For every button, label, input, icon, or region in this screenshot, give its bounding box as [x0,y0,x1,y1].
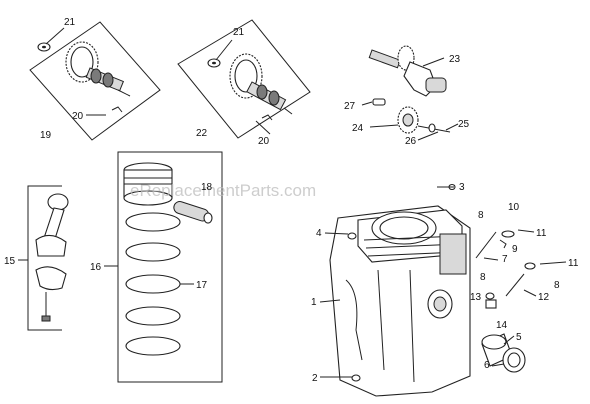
piston-ring [125,336,181,356]
callout-27: 27 [344,101,356,112]
pin-20-left [111,106,123,113]
callout-16: 16 [90,262,102,273]
washer-13 [485,292,495,300]
callout-2: 2 [312,373,318,384]
callout-15: 15 [4,256,16,267]
crankcase-group [329,183,471,397]
seal-bearing-group [481,333,526,373]
callout-26: 26 [405,136,417,147]
callout-23: 23 [449,54,461,65]
piston-ring [125,242,181,262]
camshaft-group-middle [177,19,311,139]
crankshaft-group [368,45,451,134]
leader-lines [18,27,567,378]
clip-9 [499,239,507,249]
callout-10: 10 [508,202,520,213]
callout-13: 13 [470,292,482,303]
rod-12 [505,273,525,297]
connecting-rod-group [27,185,69,331]
callout-11: 11 [568,258,579,269]
callout-21: 21 [64,17,76,28]
callout-8: 8 [554,280,560,291]
watermark: eReplacementParts.com [130,181,316,200]
camshaft-group-left [29,21,161,141]
callout-6: 6 [484,360,490,371]
piston-group [117,151,223,383]
piston-rings-17 [125,212,181,356]
washer-26 [428,123,436,133]
callout-7: 7 [502,254,508,265]
bolt-27 [372,98,386,106]
callout-11: 11 [536,228,547,239]
tube-7 [475,231,497,259]
piston-ring [125,212,181,232]
callout-18: 18 [201,182,213,193]
washer-8 [524,262,536,270]
callout-1: 1 [311,297,317,308]
plug-2 [351,374,361,382]
crankpin [425,77,447,93]
callout-22: 22 [196,128,208,139]
callout-8: 8 [478,210,484,221]
callout-12: 12 [538,292,550,303]
group-bracket-15 [27,185,62,331]
pin-20-middle [261,114,273,121]
piston-ring [125,274,181,294]
callout-labels: 21 21 20 20 19 22 23 27 24 25 26 3 18 4 … [4,17,579,384]
callout-19: 19 [40,130,52,141]
callout-20: 20 [72,111,84,122]
bushing-14 [485,299,497,309]
callout-9: 9 [512,244,518,255]
group-bracket-22 [177,19,311,139]
callout-4: 4 [316,228,322,239]
callout-14: 14 [496,320,508,331]
rod-small-end [47,193,69,211]
crankshaft-end [368,49,401,69]
rod-cap [35,266,67,291]
breather-linkage-group [475,230,536,309]
callout-20: 20 [258,136,270,147]
callout-3: 3 [459,182,465,193]
rod-big-end [35,234,67,257]
group-box-16 [117,151,223,383]
callout-25: 25 [458,119,470,130]
callout-8: 8 [480,272,486,283]
group-bracket-19 [29,21,161,141]
callout-5: 5 [516,332,522,343]
callout-21: 21 [233,27,245,38]
spring-10 [501,230,515,238]
plug-4 [347,232,357,240]
callout-24: 24 [352,123,364,134]
piston-ring [125,306,181,326]
callout-17: 17 [196,280,208,291]
